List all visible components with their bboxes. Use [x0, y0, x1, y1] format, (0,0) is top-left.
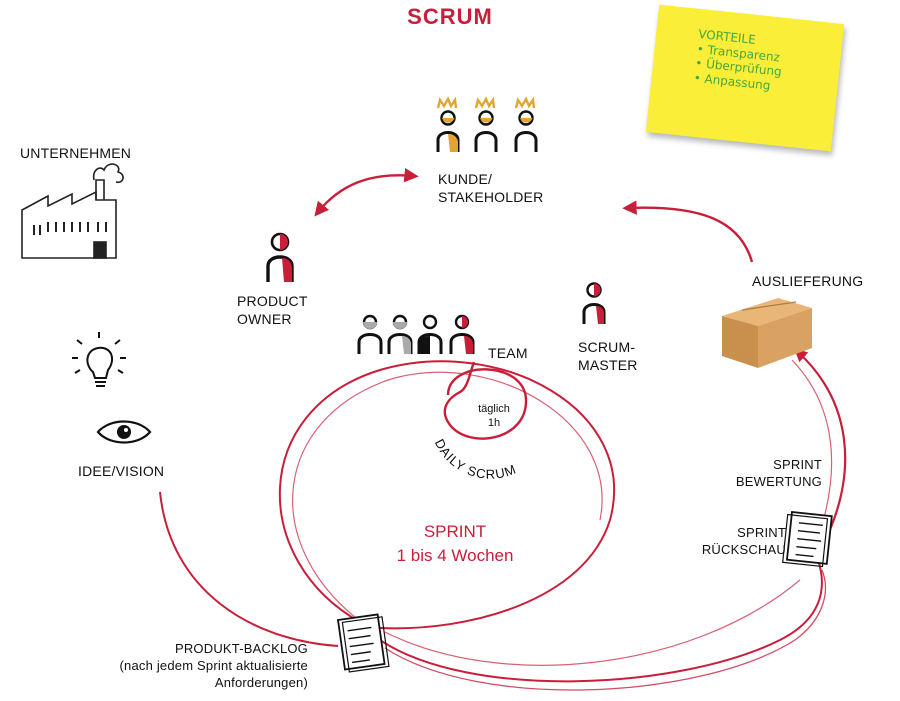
stakeholder-person-icon [474, 96, 498, 152]
sprint-review-line: BEWERTUNG [735, 474, 822, 489]
bottom-loop [379, 559, 823, 683]
daily-time-label: täglich 1h [466, 402, 522, 430]
review-document-icon [782, 511, 833, 568]
bottom-loop-third [384, 579, 801, 666]
delivery-box-icon [722, 298, 812, 368]
customer-label: KUNDE/ STAKEHOLDER [438, 170, 543, 206]
delivery-label: AUSLIEFERUNG [752, 273, 864, 289]
customer-label-line: KUNDE/ [438, 171, 493, 187]
page-title: SCRUM [407, 4, 493, 29]
backlog-label-line: PRODUKT-BACKLOG [174, 641, 308, 656]
product-owner-label-line: OWNER [237, 311, 292, 327]
sprint-retro-label: SPRINT RÜCKSCHAU [700, 524, 786, 558]
stakeholder-icons [436, 96, 538, 152]
product-owner-label: PRODUCT OWNER [237, 292, 308, 328]
backlog-label: PRODUKT-BACKLOG (nach jedem Sprint aktua… [8, 640, 308, 691]
daily-scrum-loop [443, 361, 528, 440]
arrow-review-to-delivery [794, 348, 847, 546]
company-label: UNTERNEHMEN [20, 145, 132, 161]
sprint-review-line: SPRINT [773, 457, 822, 472]
sprint-title: SPRINT [423, 522, 487, 541]
team-member-icon [387, 314, 413, 354]
backlog-label-line: Anforderungen) [214, 675, 308, 690]
product-owner-icon [266, 232, 294, 282]
daily-time-line: 1h [487, 417, 501, 429]
bottom-loop-second [384, 569, 827, 691]
product-owner-label-line: PRODUCT [237, 293, 308, 309]
daily-scrum-label: DAILY SCRUM [432, 436, 519, 481]
arrow-customer-to-owner [314, 168, 419, 217]
lightbulb-icon [72, 332, 126, 387]
scrum-master-label-line: SCRUM- [578, 339, 636, 355]
sprint-cycle [278, 360, 616, 630]
factory-icon [21, 163, 124, 259]
scrum-master-icon [582, 282, 606, 324]
sprint-review-label: SPRINT BEWERTUNG [720, 456, 822, 490]
sprint-duration: 1 bis 4 Wochen [396, 546, 514, 565]
team-label: TEAM [488, 345, 528, 361]
stakeholder-person-icon [514, 96, 538, 152]
eye-icon [96, 420, 152, 444]
customer-label-line: STAKEHOLDER [438, 189, 544, 205]
team-member-icon [417, 314, 443, 354]
scrum-master-label: SCRUM- MASTER [578, 338, 638, 374]
team-member-icon [357, 314, 383, 354]
backlog-document-icon [336, 613, 390, 673]
daily-time-line: täglich [478, 403, 510, 415]
idea-vision-label: IDEE/VISION [78, 463, 165, 479]
team-member-icon [449, 314, 475, 354]
stakeholder-person-icon [436, 96, 460, 152]
team-icons [357, 314, 475, 354]
backlog-label-line: (nach jedem Sprint aktualisierte [119, 658, 308, 673]
sprint-retro-line: SPRINT [737, 525, 786, 540]
advantages-note: VORTEILE • Transparenz • Überprüfung • A… [645, 4, 845, 152]
sprint-label: SPRINT 1 bis 4 Wochen [335, 520, 575, 568]
sprint-cycle-second-stroke [292, 371, 603, 619]
idea-to-backlog [159, 491, 339, 647]
sprint-retro-line: RÜCKSCHAU [701, 542, 786, 557]
arrow-delivery-to-customer [622, 200, 754, 263]
scrum-master-label-line: MASTER [578, 357, 638, 373]
